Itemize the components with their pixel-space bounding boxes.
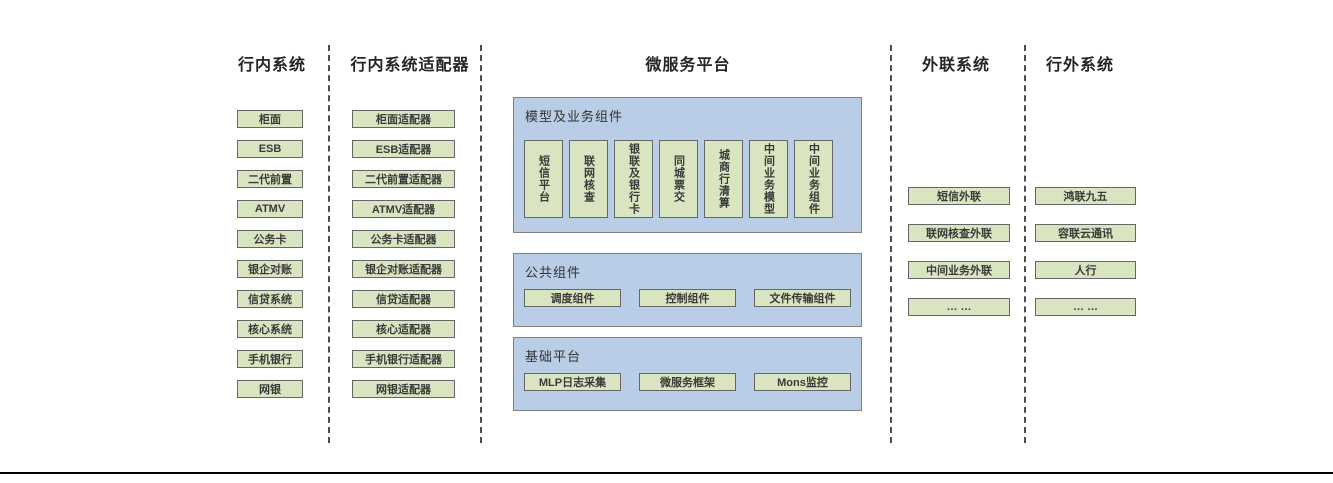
common-component-box: 控制组件 — [639, 289, 736, 307]
bottom-rule — [0, 472, 1333, 474]
model-business-components-panel: 模型及业务组件 短信平台联网核查银联及银行卡同城票交城商行清算中间业务模型中间业… — [513, 97, 862, 233]
microservice-platform-heading: 微服务平台 — [645, 57, 731, 74]
base-platform-box: Mons监控 — [754, 373, 851, 391]
external-system-box: 容联云通讯 — [1035, 224, 1136, 242]
model-component-box: 银联及银行卡 — [614, 140, 653, 218]
internal-system-box: 核心系统 — [237, 320, 303, 338]
panel-title: 公共组件 — [525, 265, 582, 280]
internal-adapter-box: 网银适配器 — [352, 380, 455, 398]
external-systems-column: 鸿联九五容联云通讯人行 … … — [1035, 187, 1136, 316]
internal-system-box: 手机银行 — [237, 350, 303, 368]
internal-system-box: 公务卡 — [237, 230, 303, 248]
base-platform-row: MLP日志采集微服务框架 Mons监控 — [524, 373, 851, 391]
internal-adapters-heading: 行内系统适配器 — [350, 57, 470, 74]
common-component-box: 文件传输组件 — [754, 289, 851, 307]
internal-system-box: ATMV — [237, 200, 303, 218]
outreach-system-box: 短信外联 — [908, 187, 1010, 205]
internal-adapter-box: ESB适配器 — [352, 140, 455, 158]
external-system-box: … … — [1035, 298, 1136, 316]
model-component-box: 中间业务模型 — [749, 140, 788, 218]
internal-system-box: 二代前置 — [237, 170, 303, 188]
outreach-systems-heading: 外联系统 — [921, 57, 990, 74]
internal-system-box: 网银 — [237, 380, 303, 398]
column-divider — [890, 45, 892, 443]
internal-adapter-box: 银企对账适配器 — [352, 260, 455, 278]
external-systems-heading: 行外系统 — [1045, 57, 1114, 74]
common-components-panel: 公共组件 调度组件控制组件文件传输组件 — [513, 253, 862, 327]
internal-adapter-box: 核心适配器 — [352, 320, 455, 338]
panel-title: 基础平台 — [525, 349, 582, 364]
common-components-row: 调度组件控制组件文件传输组件 — [524, 289, 851, 307]
outreach-system-box: … … — [908, 298, 1010, 316]
column-divider — [480, 45, 482, 443]
internal-adapter-box: 信贷适配器 — [352, 290, 455, 308]
model-component-box: 联网核查 — [569, 140, 608, 218]
internal-system-box: ESB — [237, 140, 303, 158]
internal-adapter-box: 柜面适配器 — [352, 110, 455, 128]
internal-systems-heading: 行内系统 — [237, 57, 306, 74]
internal-adapter-box: 公务卡适配器 — [352, 230, 455, 248]
internal-systems-column: 柜面 ESB 二代前置 ATMV 公务卡银企对账信贷系统核心系统手机银行网银 — [237, 110, 303, 398]
external-system-box: 人行 — [1035, 261, 1136, 279]
panel-title: 模型及业务组件 — [525, 109, 624, 124]
internal-system-box: 柜面 — [237, 110, 303, 128]
column-divider — [1024, 45, 1026, 443]
internal-adapter-box: 二代前置适配器 — [352, 170, 455, 188]
internal-adapter-box: ATMV适配器 — [352, 200, 455, 218]
model-component-box: 城商行清算 — [704, 140, 743, 218]
outreach-systems-column: 短信外联联网核查外联中间业务外联 … … — [908, 187, 1010, 316]
model-business-components-row: 短信平台联网核查银联及银行卡同城票交城商行清算中间业务模型中间业务组件 — [524, 140, 833, 218]
model-component-box: 同城票交 — [659, 140, 698, 218]
column-divider — [328, 45, 330, 443]
outreach-system-box: 中间业务外联 — [908, 261, 1010, 279]
base-platform-box: MLP日志采集 — [524, 373, 621, 391]
internal-system-box: 信贷系统 — [237, 290, 303, 308]
external-system-box: 鸿联九五 — [1035, 187, 1136, 205]
internal-adapters-column: 柜面适配器 ESB适配器二代前置适配器 ATMV适配器公务卡适配器银企对账适配器信贷… — [352, 110, 455, 398]
common-component-box: 调度组件 — [524, 289, 621, 307]
internal-system-box: 银企对账 — [237, 260, 303, 278]
model-component-box: 短信平台 — [524, 140, 563, 218]
model-component-box: 中间业务组件 — [794, 140, 833, 218]
outreach-system-box: 联网核查外联 — [908, 224, 1010, 242]
base-platform-box: 微服务框架 — [639, 373, 736, 391]
internal-adapter-box: 手机银行适配器 — [352, 350, 455, 368]
base-platform-panel: 基础平台 MLP日志采集微服务框架 Mons监控 — [513, 337, 862, 411]
